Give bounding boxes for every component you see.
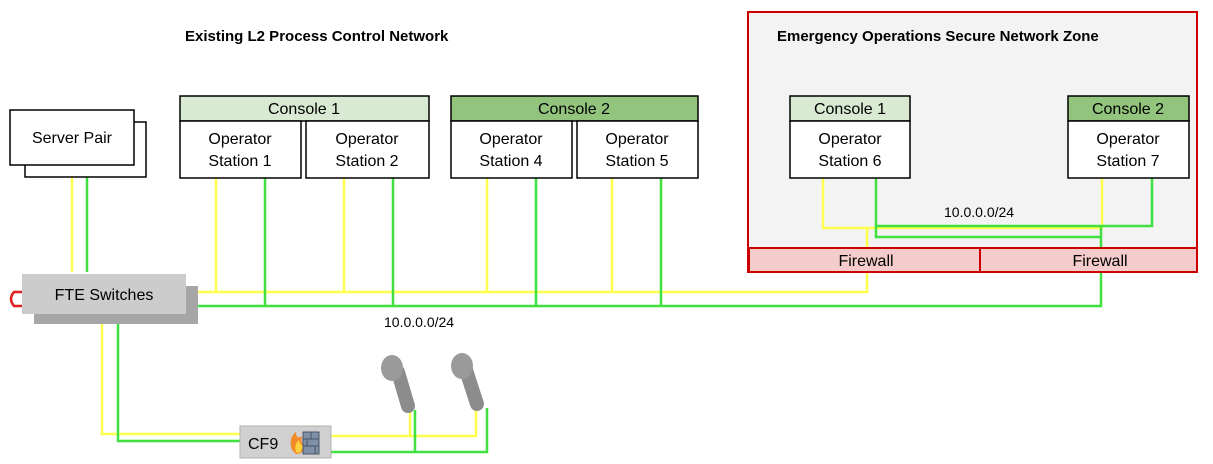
subnet-main-label: 10.0.0.0/24	[384, 314, 454, 330]
fte-switches-label: FTE Switches	[55, 287, 154, 304]
zone-green-branch	[874, 226, 1101, 239]
station-1-line2: Station 1	[208, 153, 271, 170]
server-pair-label: Server Pair	[32, 130, 113, 147]
server-pair: Server Pair	[9, 109, 147, 178]
field-device-2-icon	[451, 353, 484, 411]
cf9-yellow-right2	[410, 408, 478, 438]
station-6-line1: Operator	[818, 131, 882, 148]
switch-red-loop	[9, 290, 30, 308]
cf9-green-right	[330, 408, 489, 454]
cf9-label: CF9	[248, 436, 278, 453]
existing-network-title: Existing L2 Process Control Network	[185, 28, 449, 45]
station-2-line2: Station 2	[335, 153, 398, 170]
station-6-line2: Station 6	[818, 153, 881, 170]
station-7-line1: Operator	[1096, 131, 1160, 148]
green-bus	[185, 272, 1103, 308]
network-links	[9, 176, 1154, 454]
station-5-line2: Station 5	[605, 153, 668, 170]
zone-console-1-title: Console 1	[814, 101, 886, 118]
field-device-1-icon	[381, 355, 415, 413]
station-2-line1: Operator	[335, 131, 399, 148]
yellow-bus	[185, 272, 869, 294]
cf9-device: CF9	[239, 425, 332, 459]
firewalls: Firewall Firewall	[748, 247, 1198, 273]
subnet-zone-label: 10.0.0.0/24	[944, 204, 1014, 220]
console-2: Console 2 Operator Station 4 Operator St…	[450, 95, 699, 179]
console-2-title: Console 2	[538, 101, 610, 118]
operator-station-5	[576, 120, 699, 179]
zone-console-2-title: Console 2	[1092, 101, 1164, 118]
station-4-line2: Station 4	[479, 153, 542, 170]
station-1-line1: Operator	[208, 131, 272, 148]
operator-station-6	[789, 120, 911, 179]
station-4-line1: Operator	[479, 131, 543, 148]
firewall-1-label: Firewall	[838, 253, 893, 270]
cf9-green-loop	[116, 316, 240, 443]
console-1: Console 1 Operator Station 1 Operator St…	[179, 95, 430, 179]
zone-console-2: Console 2 Operator Station 7	[1067, 95, 1190, 179]
emergency-zone-title: Emergency Operations Secure Network Zone	[777, 28, 1099, 45]
operator-station-1	[179, 120, 302, 179]
console-1-title: Console 1	[268, 101, 340, 118]
zone-yellow-link	[821, 178, 1104, 230]
firewall-2-label: Firewall	[1072, 253, 1127, 270]
cf9-yellow-loop	[100, 316, 240, 436]
cf9-firewall-icon	[290, 431, 320, 455]
zone-console-1: Console 1 Operator Station 6	[789, 95, 911, 179]
cf9-yellow-right	[330, 410, 412, 438]
firewall-2	[979, 247, 1198, 273]
station-5-line1: Operator	[605, 131, 669, 148]
fte-switches: FTE Switches	[22, 274, 198, 324]
operator-station-2	[305, 120, 430, 179]
station-7-line2: Station 7	[1096, 153, 1159, 170]
zone-green-link	[874, 178, 1154, 228]
operator-station-4	[450, 120, 573, 179]
operator-station-7	[1067, 120, 1190, 179]
